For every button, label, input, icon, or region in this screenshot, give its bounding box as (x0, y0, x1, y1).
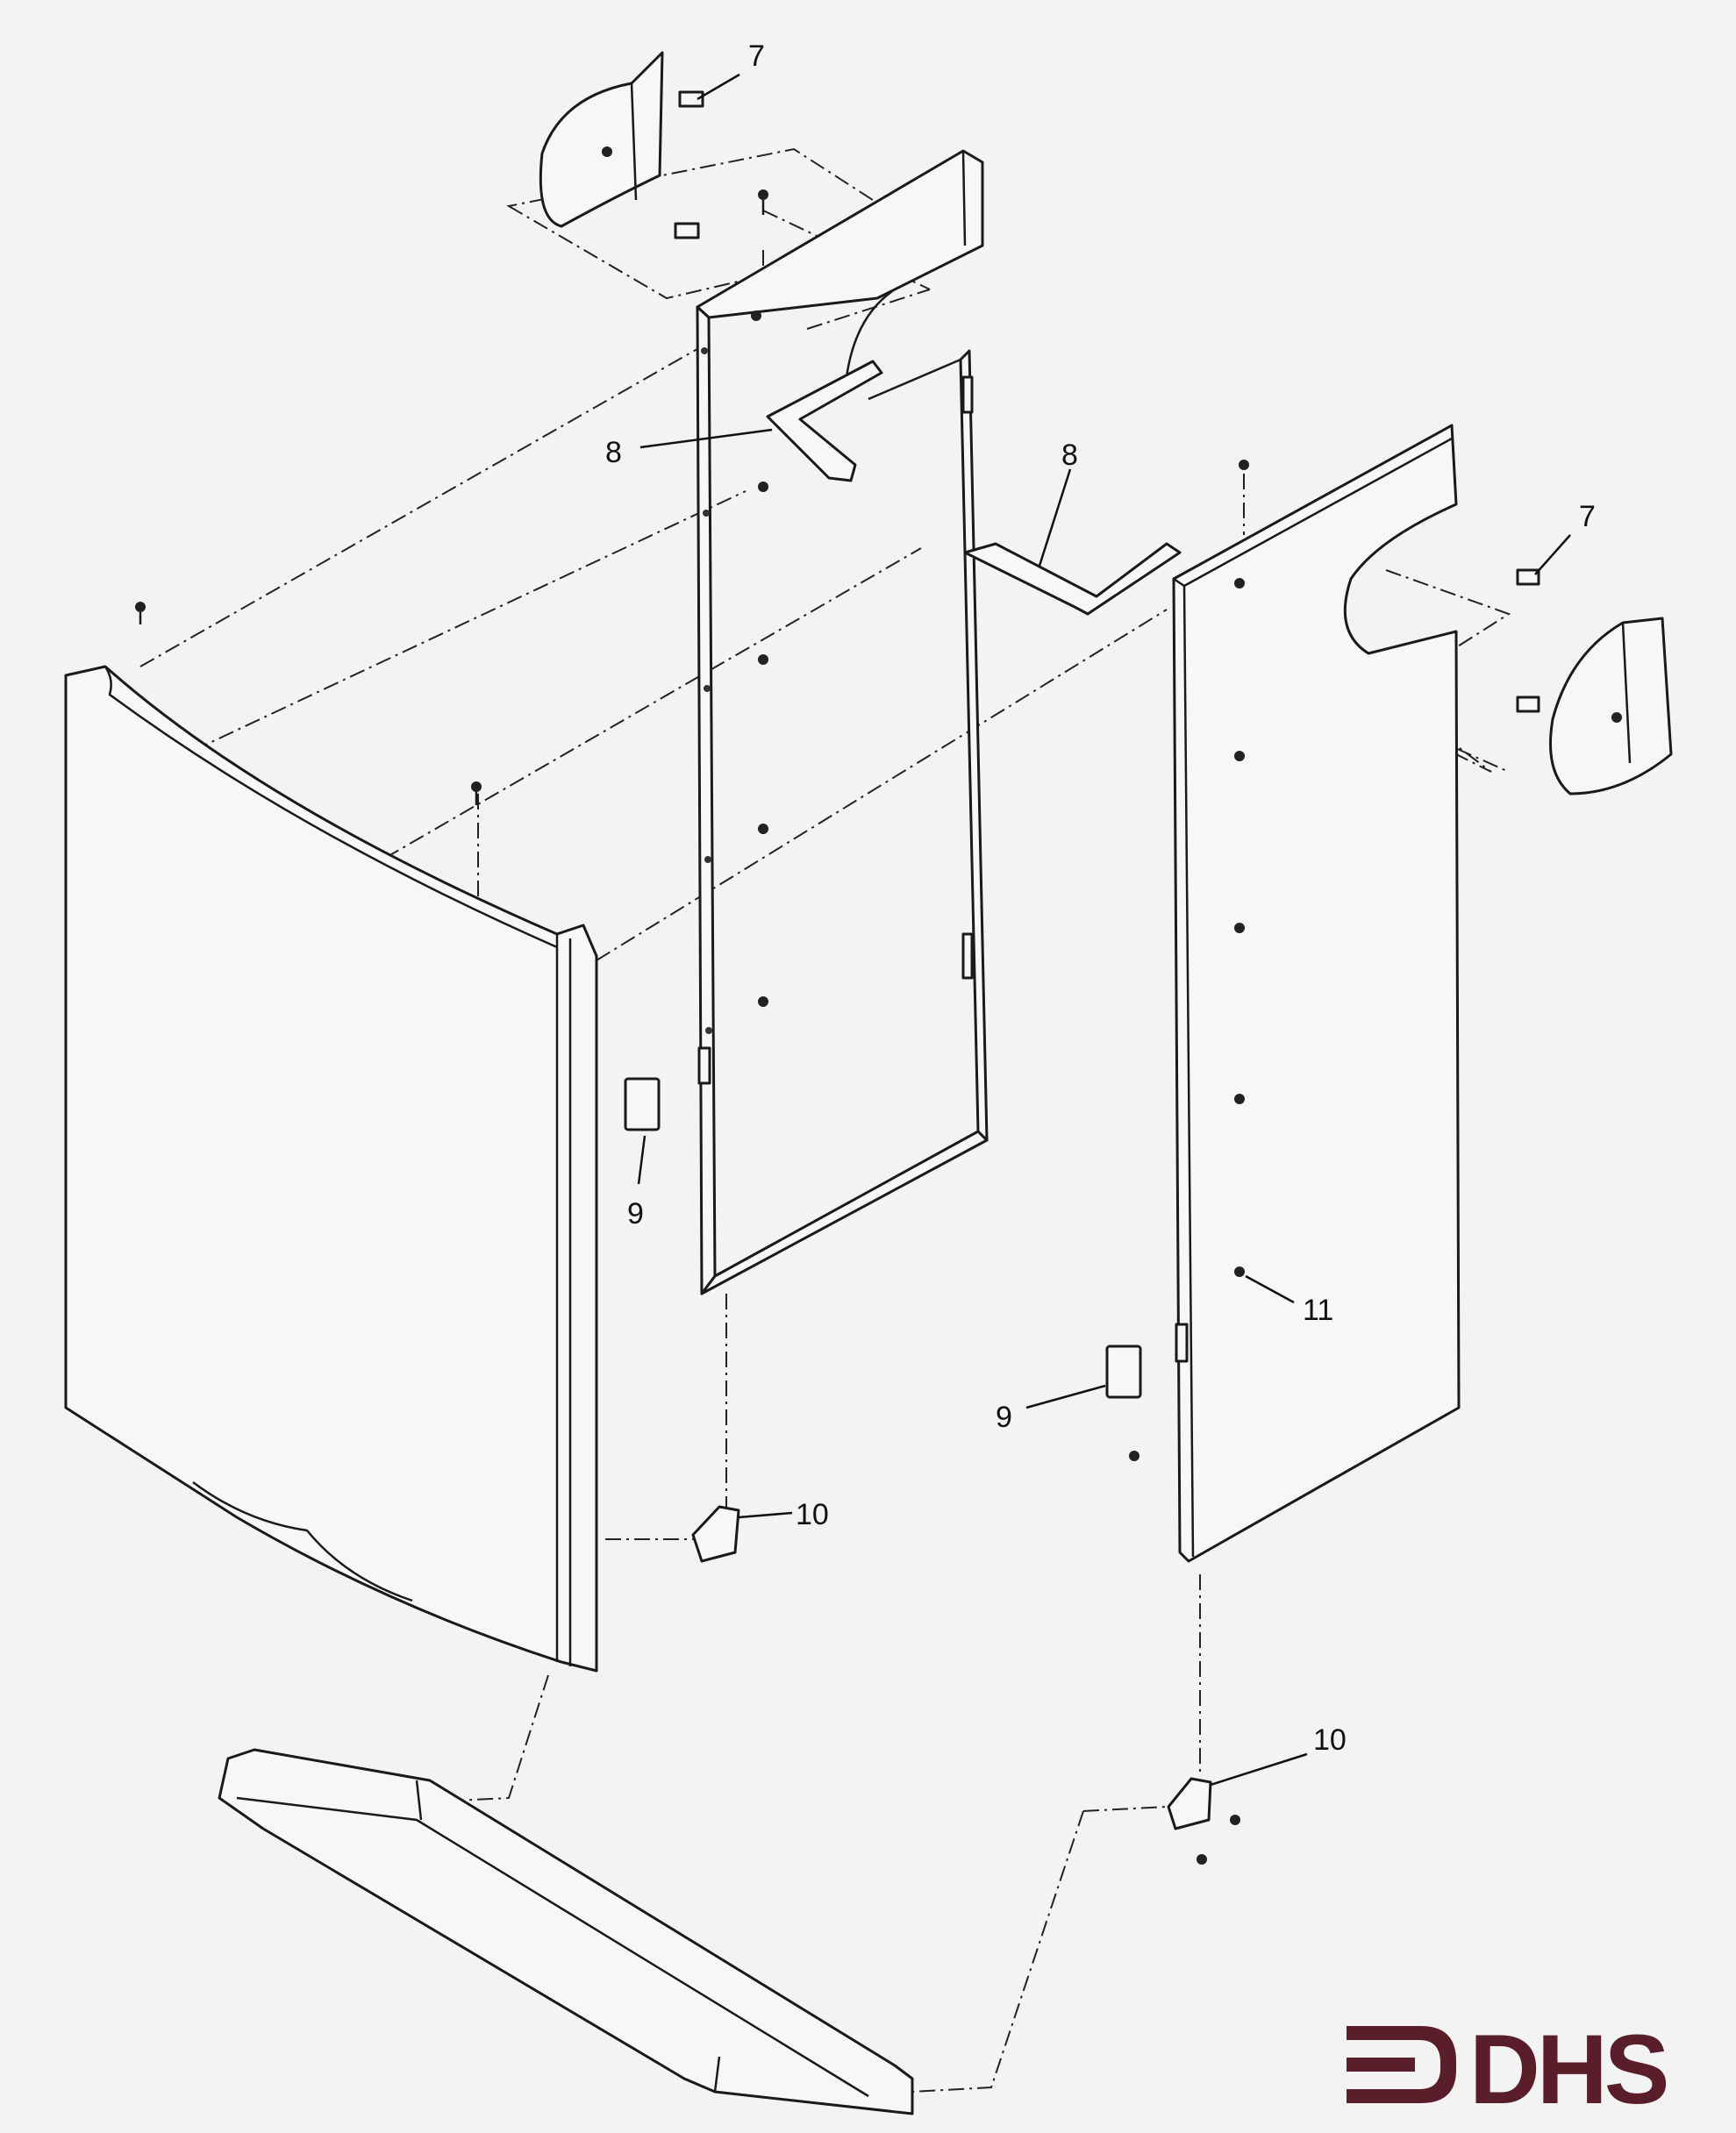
callout-8-right: 8 (1061, 439, 1078, 472)
callout-9-right: 9 (996, 1401, 1012, 1434)
callout-10-left: 10 (796, 1498, 829, 1531)
dash-line (1082, 1806, 1168, 1812)
dash-line (806, 289, 931, 330)
clip-7-lower (1516, 696, 1540, 713)
frame-slot (961, 375, 974, 414)
logo-mark-bar (1347, 2058, 1415, 2072)
leader-9-right (1025, 1384, 1106, 1409)
callout-11: 11 (1303, 1294, 1333, 1327)
callout-7-top: 7 (748, 39, 765, 73)
logo-text: DHS (1469, 2015, 1667, 2124)
inner-door-frame (696, 305, 989, 1295)
callout-10-right: 10 (1313, 1723, 1347, 1757)
screw-icon (471, 781, 482, 792)
leader-9-left (637, 1135, 647, 1185)
screw-icon (758, 482, 768, 492)
top-left-bracket-footprint (506, 147, 932, 300)
corner-brace-right (963, 542, 1182, 616)
screw-icon (1234, 578, 1245, 589)
screw-icon (602, 146, 612, 157)
callouts: 7 7 8 8 9 9 10 10 11 (605, 39, 1596, 1757)
screw-icon (1239, 460, 1249, 470)
logo-mark-icon (1347, 2026, 1456, 2103)
hinge-left (691, 1505, 740, 1563)
leader-8-left (639, 428, 773, 449)
leader-lines (637, 73, 1571, 1787)
screw-icon (1234, 1266, 1245, 1277)
dash-line (359, 547, 922, 874)
dash-line (420, 1674, 549, 1803)
hinge-slot (1175, 1323, 1189, 1363)
leader-10-right (1210, 1752, 1308, 1787)
base-trim (218, 1748, 914, 2115)
left-curved-door (64, 602, 598, 1673)
screw-icon (135, 602, 146, 612)
screw-icon (1230, 1815, 1240, 1825)
dhs-logo: DHS (1347, 2015, 1670, 2124)
screw-icon (758, 189, 768, 200)
top-cross-rail (696, 149, 984, 378)
screw-icon (758, 996, 768, 1007)
dash-line (911, 1810, 1084, 2093)
leader-7-right (1534, 534, 1571, 575)
dash-line (166, 490, 747, 764)
corner-brace-left (766, 360, 883, 482)
clip-7-lower (674, 222, 700, 239)
callout-7-right: 7 (1579, 500, 1596, 533)
hinge-slot (697, 1046, 711, 1085)
callout-9-left: 9 (627, 1197, 644, 1231)
clip-7-upper (678, 90, 704, 108)
frame-slot (961, 932, 974, 980)
leader-7-top (697, 73, 740, 101)
screw-icon (1197, 1854, 1207, 1865)
right-door-panel (1129, 424, 1461, 1563)
screw-icon (1234, 923, 1245, 933)
screw-icon (1611, 712, 1622, 723)
callout-8-left: 8 (605, 436, 622, 469)
screw-icon (758, 654, 768, 665)
screw-icon (1234, 1094, 1245, 1104)
screw-icon (751, 310, 761, 321)
end-bracket-top-left (539, 51, 704, 239)
dash-line (139, 346, 703, 667)
leader-8-right (1038, 468, 1072, 567)
hinge-right (1167, 1777, 1212, 1830)
end-bracket-right (1516, 568, 1673, 795)
screw-icon (1129, 1451, 1139, 1461)
screw-icon (758, 824, 768, 834)
screw-icon (1234, 751, 1245, 761)
dash-line (596, 609, 1168, 961)
leader-10-left (738, 1511, 793, 1519)
leader-11 (1245, 1274, 1295, 1304)
latch-strike-right (1105, 1345, 1142, 1399)
latch-strike-left (624, 1077, 661, 1131)
clip-7-upper (1516, 568, 1540, 586)
